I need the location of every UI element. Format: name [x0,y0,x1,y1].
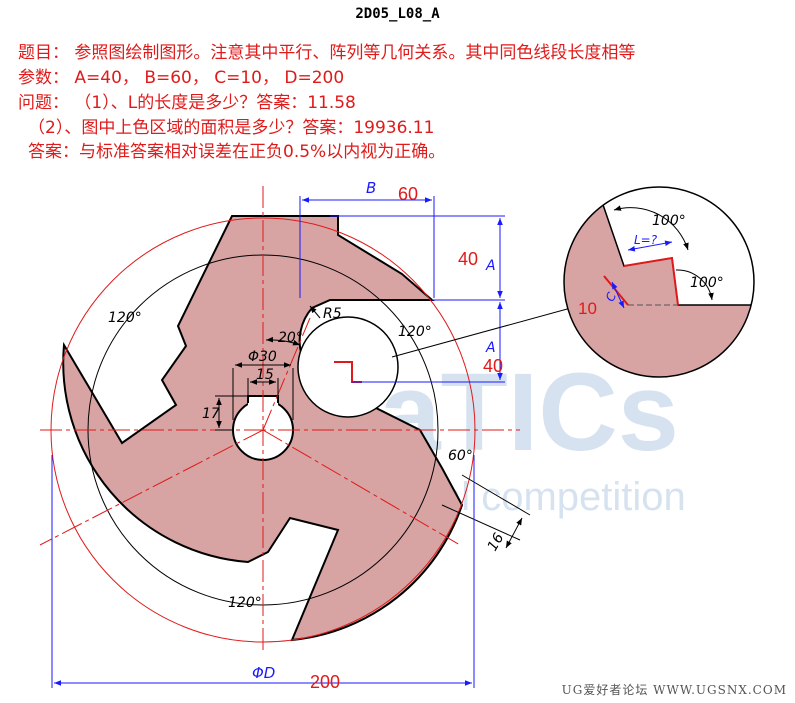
round-cutout [297,316,399,418]
dim-angle60: 60° [448,448,473,464]
dim-A-top-label: A [485,258,496,274]
detail-angle100-top: 100° [652,213,686,229]
dim-B-label: B [366,179,376,197]
footer-site: UG爱好者论坛 WWW.UGSNX.COM [561,683,787,697]
center-lines [39,186,520,650]
dim-phi30: Φ30 [248,349,277,365]
drawing-code: 2D05_L08_A [355,6,440,22]
detail-view: 100° 100° L=? C 10 [563,186,755,378]
dim-B-value: 60 [398,184,418,204]
small-dims: R5 20° Φ30 15 17 120° 120° 120° 60° 16 [108,305,531,611]
dim-angle20: 20° [278,330,303,346]
dim-D-value: 200 [310,672,340,692]
dim-angle120-a: 120° [108,310,142,326]
dim-keyway17: 17 [202,406,220,422]
detail-leader [391,299,601,358]
dim-A-bottom-label: A [485,340,496,356]
instruction-line-3: 问题： （1）、L的长度是多少？答案：11.58 [18,93,356,113]
detail-L-label: L=? [634,233,658,247]
instruction-line-1: 题目： 参照图绘制图形。注意其中平行、阵列等几何关系。其中同色线段长度相等 [18,43,636,63]
dim-r5: R5 [323,306,342,322]
dim-B: B 60 [299,179,435,298]
dim-angle120-b: 120° [398,324,432,340]
instruction-line-2: 参数： A=40， B=60， C=10， D=200 [18,68,345,88]
dim-A-top-value: 40 [458,249,478,269]
dim-A-top: A 40 [330,215,505,301]
instruction-line-5: 答案：与标准答案相对误差在正负0.5%以内视为正确。 [28,142,446,162]
dim-A-bottom: A 40 [352,302,505,383]
detail-C-value: 10 [578,299,597,318]
dim-phiD-label: ΦD [252,664,275,682]
detail-angle100-right: 100° [690,275,724,291]
dim-keyway15: 15 [256,367,274,383]
dim-A-bottom-value: 40 [483,356,503,376]
dim-phiD: ΦD 200 [51,455,475,692]
instruction-line-4: （2）、图中上色区域的面积是多少？答案：19936.11 [28,118,435,138]
dim-angle120-c: 120° [228,595,262,611]
dim-width16: 16 [485,530,508,554]
